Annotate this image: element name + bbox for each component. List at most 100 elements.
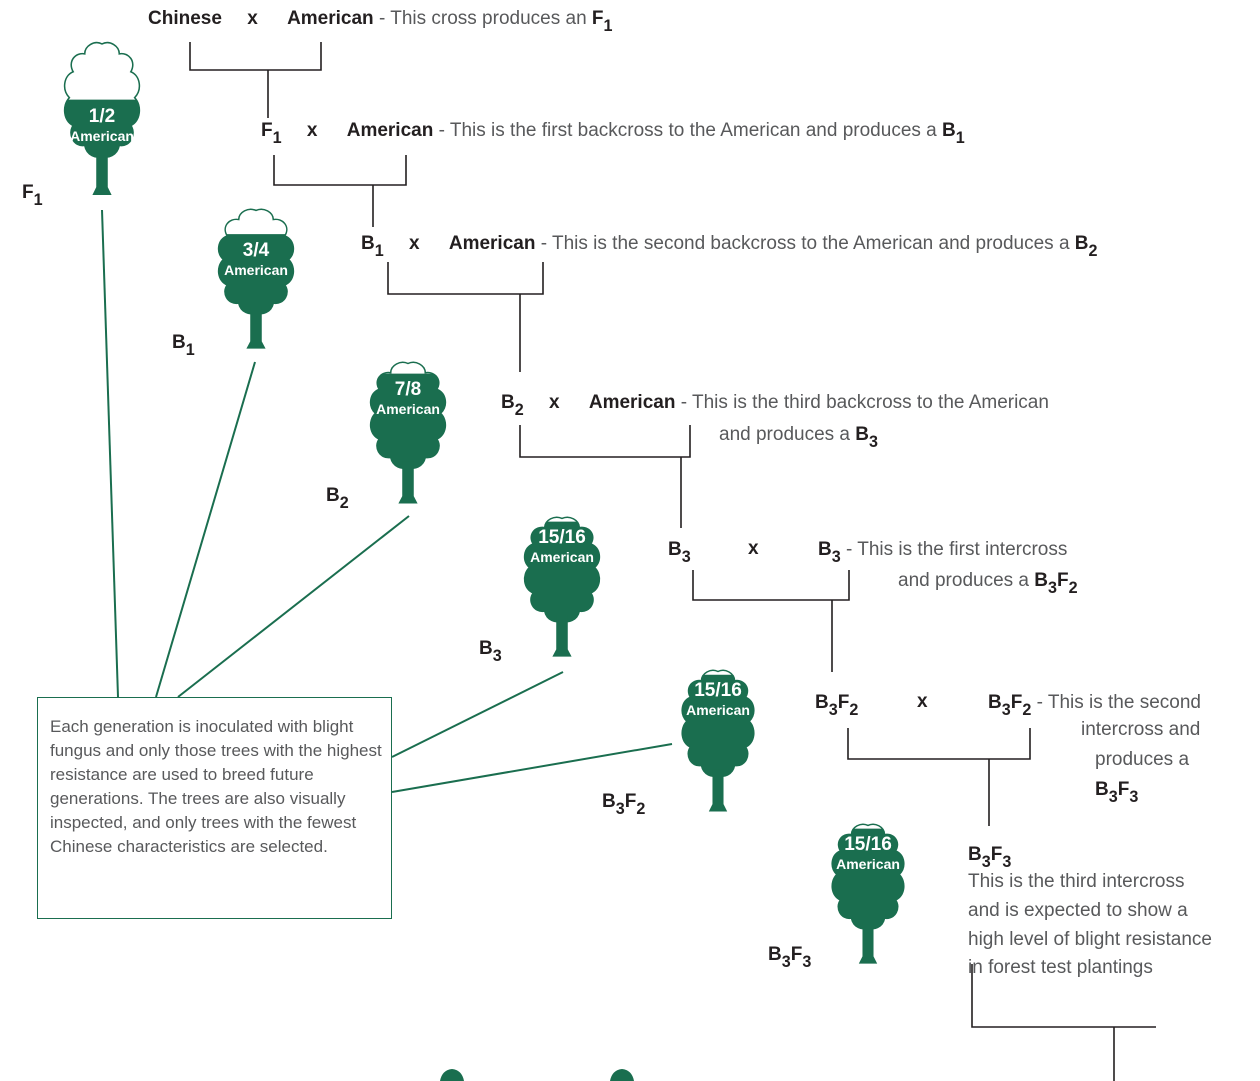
parent-subscript: 3 xyxy=(681,548,691,567)
cross-description: - This is the first backcross to the Ame… xyxy=(438,120,937,141)
tree-fraction: 3/4 xyxy=(242,240,270,261)
result-subscript: 1 xyxy=(603,17,613,36)
tree-shape xyxy=(217,208,295,349)
cross-symbol: x xyxy=(748,538,759,559)
generation-label-b3f2: B3F2 xyxy=(602,791,646,819)
cross-2: F1 x American - This is the first backcr… xyxy=(261,119,965,147)
cross-symbol: x xyxy=(409,233,420,254)
note-text: Each generation is inoculated with bligh… xyxy=(50,717,382,856)
pointer-b2 xyxy=(177,515,410,698)
cross-description: - This cross produces an xyxy=(378,8,587,29)
tree-heritage: American xyxy=(836,856,900,872)
partial-tree-icon xyxy=(610,1069,634,1081)
bracket-c4 xyxy=(519,425,691,528)
pointer-b3 xyxy=(391,671,564,758)
cross-description: and produces a xyxy=(719,424,850,445)
generation-label-b3f3: B3F3 xyxy=(768,944,812,972)
generation-label-b1: B1 xyxy=(172,332,195,360)
parent-american: American xyxy=(287,8,374,29)
tree-shape xyxy=(523,516,601,657)
parent-american: American xyxy=(448,233,536,254)
cross-description: - This is the second xyxy=(1036,692,1201,713)
pointer-f1 xyxy=(101,209,119,698)
result-subscript: 3 xyxy=(869,433,878,452)
cross-6-parent-b: B3F2 - This is the second xyxy=(988,691,1201,719)
tree-heritage: American xyxy=(70,128,134,144)
result-label: F xyxy=(591,8,604,29)
final-label: B3F3 xyxy=(968,843,1011,871)
note-box: Each generation is inoculated with bligh… xyxy=(37,697,392,919)
bracket-c1 xyxy=(189,42,322,118)
cross-symbol: x xyxy=(549,392,560,413)
cross-6-result: B3F3 xyxy=(1095,778,1139,807)
parent-label: B xyxy=(361,233,375,254)
cross-1: Chinese x American - This cross produces… xyxy=(148,7,613,35)
pointer-b1 xyxy=(155,361,256,698)
result-label: B xyxy=(942,120,956,141)
cross-description: intercross and xyxy=(1081,719,1201,740)
parent-label: B3F2 xyxy=(815,692,859,720)
result-label: B xyxy=(855,424,870,445)
parent-chinese: Chinese xyxy=(148,8,222,29)
bracket-c2 xyxy=(273,155,407,227)
parent-subscript: 3 xyxy=(831,548,841,567)
tree-fraction: 15/16 xyxy=(694,680,742,701)
tree-fraction: 15/16 xyxy=(538,527,586,548)
final-description: high level of blight resistance xyxy=(968,929,1212,950)
cross-description: - This is the first intercross xyxy=(846,539,1068,560)
cross-symbol: x xyxy=(917,691,928,712)
tree-fraction: 15/16 xyxy=(844,834,892,855)
cross-symbol: x xyxy=(306,120,318,141)
generation-label-b2: B2 xyxy=(326,485,349,513)
final-description: and is expected to show a xyxy=(968,900,1188,921)
pointer-b3f2 xyxy=(391,743,673,793)
result-label: B3F3 xyxy=(1095,779,1139,807)
cross-4: B2 x American - This is the third backcr… xyxy=(501,391,1049,419)
tree-fraction: 1/2 xyxy=(88,106,116,127)
tree-shape xyxy=(369,361,447,504)
final-description: in forest test plantings xyxy=(968,957,1153,978)
cross-5-parent-a: B3 xyxy=(668,538,691,566)
tree-heritage: American xyxy=(686,702,750,718)
parent-subscript: 1 xyxy=(374,242,384,261)
tree-heritage: American xyxy=(530,549,594,565)
parent-american: American xyxy=(346,120,434,141)
parent-label: B xyxy=(501,392,515,413)
cross-5-line2: and produces a B3F2 xyxy=(898,569,1078,598)
cross-6-parent-a: B3F2 xyxy=(815,691,859,720)
bracket-final xyxy=(971,964,1156,1081)
bracket-c3 xyxy=(387,262,544,372)
result-subscript: 1 xyxy=(955,129,965,148)
final-description: This is the third intercross xyxy=(968,871,1185,892)
tree-shape xyxy=(831,823,905,964)
tree-heritage: American xyxy=(224,262,288,278)
cross-5-parent-b: B3 - This is the first intercross xyxy=(818,538,1068,566)
cross-description: and produces a xyxy=(898,570,1029,591)
result-subscript: 2 xyxy=(1088,242,1098,261)
parent-subscript: 1 xyxy=(272,129,282,148)
bracket-c5 xyxy=(692,570,850,672)
parent-label: B xyxy=(668,539,682,560)
parent-label: F xyxy=(261,120,273,141)
result-label: B3F2 xyxy=(1034,570,1078,598)
cross-description: produces a xyxy=(1095,749,1190,770)
generation-label-b3: B3 xyxy=(479,638,502,666)
cross-symbol: x xyxy=(247,8,258,29)
bracket-c6 xyxy=(847,728,1031,826)
parent-subscript: 2 xyxy=(514,401,524,420)
partial-tree-icon xyxy=(440,1069,464,1081)
generation-label-f1: F1 xyxy=(22,182,43,210)
tree-heritage: American xyxy=(376,401,440,417)
